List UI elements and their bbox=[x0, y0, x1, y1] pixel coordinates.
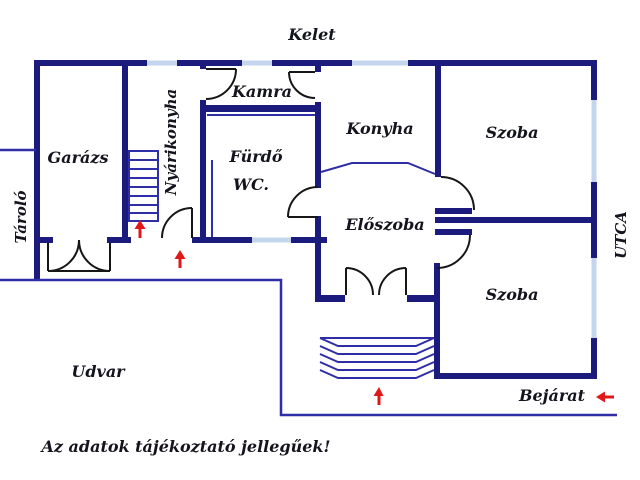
window-icon bbox=[352, 60, 408, 66]
room-label-pantry: Kamra bbox=[231, 82, 292, 101]
hall-double-door bbox=[345, 267, 407, 296]
plot-lines bbox=[0, 148, 617, 417]
walls bbox=[34, 60, 597, 379]
room-bottom-door bbox=[436, 234, 471, 269]
room-label-hall: Előszoba bbox=[344, 215, 424, 234]
orientation-label: Kelet bbox=[287, 25, 336, 44]
labels: Kelet Garázs Kamra Fürdő WC. Konyha Szob… bbox=[12, 25, 630, 456]
left-arrow-icon bbox=[596, 391, 614, 403]
room-label-room-top: Szoba bbox=[486, 123, 539, 142]
storage-label: Tároló bbox=[12, 190, 30, 243]
room-label-summer-kitchen: Nyárikonyha bbox=[162, 89, 180, 196]
corridor-door bbox=[161, 207, 193, 239]
window-icon bbox=[147, 60, 177, 66]
street-label: UTCA bbox=[612, 211, 630, 259]
summer-kitchen-stairs bbox=[128, 150, 159, 222]
windows bbox=[147, 60, 597, 338]
window-icon bbox=[591, 258, 597, 338]
room-label-bathroom: Fürdő bbox=[229, 147, 283, 166]
hall-west-door bbox=[287, 186, 319, 218]
window-icon bbox=[242, 60, 272, 66]
room-label-room-bottom: Szoba bbox=[486, 285, 539, 304]
garage-double-door bbox=[47, 239, 111, 272]
room-top-door bbox=[440, 176, 475, 211]
direction-arrows bbox=[134, 220, 614, 405]
entrance-label: Bejárat bbox=[518, 386, 586, 405]
up-arrow-icon bbox=[174, 250, 186, 268]
up-arrow-icon bbox=[373, 387, 384, 405]
interior-thin-lines bbox=[207, 114, 436, 237]
yard-boundary-line bbox=[0, 278, 617, 417]
veranda-steps bbox=[319, 337, 435, 379]
up-arrow-icon bbox=[134, 220, 146, 238]
kitchen-hall-edge bbox=[320, 162, 436, 175]
pantry-right-door bbox=[288, 71, 316, 99]
yard-label: Udvar bbox=[71, 362, 126, 381]
doors bbox=[47, 68, 475, 296]
window-icon bbox=[252, 237, 291, 243]
room-label-garage: Garázs bbox=[48, 148, 109, 167]
room-label-wc: WC. bbox=[233, 175, 269, 194]
window-icon bbox=[591, 100, 597, 182]
room-label-kitchen: Konyha bbox=[345, 119, 413, 138]
pantry-left-door bbox=[205, 68, 237, 100]
disclaimer-text: Az adatok tájékoztató jellegűek! bbox=[39, 437, 330, 456]
